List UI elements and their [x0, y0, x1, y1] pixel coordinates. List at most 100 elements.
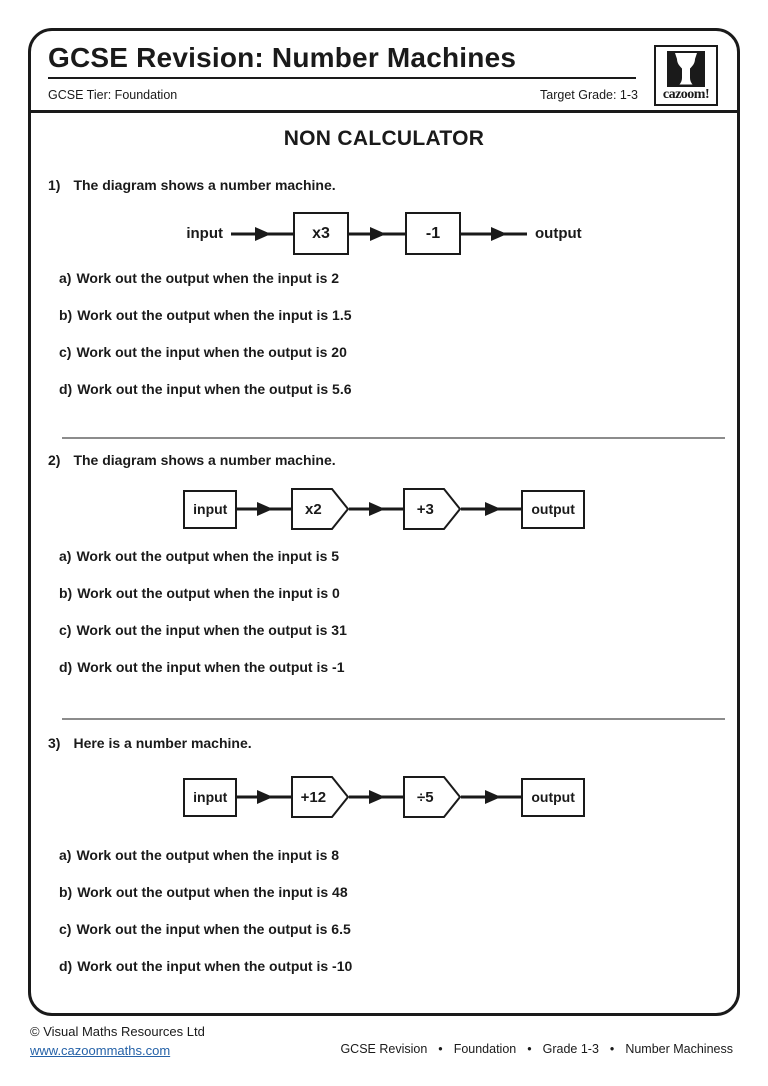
- part-b: b)Work out the output when the input is …: [48, 883, 720, 901]
- number-machine-diagram-2: input x2 +3 output: [48, 488, 720, 530]
- part-label: b): [59, 307, 73, 323]
- part-label: c): [59, 344, 72, 360]
- flow-arrow-icon: [349, 790, 404, 804]
- part-b: b)Work out the output when the input is …: [48, 584, 720, 602]
- flow-arrow-icon: [231, 226, 293, 241]
- part-text: Work out the output when the input is 48: [77, 884, 348, 900]
- part-text: Work out the input when the output is 31: [76, 622, 347, 638]
- machine-op-pentagon: +12: [291, 776, 350, 818]
- question-parts: a)Work out the output when the input is …: [48, 269, 720, 398]
- part-text: Work out the output when the input is 8: [76, 847, 340, 863]
- question-divider: [62, 718, 725, 720]
- footer-breadcrumb: GCSE Revision•Foundation•Grade 1-3•Numbe…: [340, 1042, 733, 1056]
- question-prompt: 2) The diagram shows a number machine.: [48, 452, 720, 468]
- machine-op-label: +3: [416, 500, 434, 518]
- part-a: a)Work out the output when the input is …: [48, 269, 720, 287]
- question-text: Here is a number machine.: [73, 735, 252, 751]
- question-parts: a)Work out the output when the input is …: [48, 547, 720, 676]
- cazoom-vase-icon: [667, 51, 705, 87]
- number-machine-diagram-1: input x3 -1 output: [48, 212, 720, 255]
- machine-op-pentagon: x2: [291, 488, 350, 530]
- part-label: d): [59, 659, 73, 675]
- flow-arrow-icon: [349, 226, 405, 241]
- flow-arrow-icon: [237, 502, 292, 516]
- part-label: a): [59, 270, 72, 286]
- footer-left: © Visual Maths Resources Ltd www.cazoomm…: [30, 1022, 205, 1060]
- part-text: Work out the output when the input is 0: [77, 585, 340, 601]
- part-label: a): [59, 847, 72, 863]
- part-label: b): [59, 585, 73, 601]
- part-text: Work out the input when the output is -1…: [77, 958, 353, 974]
- machine-input-label: input: [186, 225, 223, 242]
- machine-input-box: input: [183, 489, 238, 529]
- part-a: a)Work out the output when the input is …: [48, 846, 720, 864]
- question-divider: [62, 437, 725, 439]
- flow-arrow-icon: [349, 502, 404, 516]
- part-text: Work out the input when the output is 20: [76, 344, 347, 360]
- part-c: c)Work out the input when the output is …: [48, 343, 720, 361]
- website-link[interactable]: www.cazoommaths.com: [30, 1043, 171, 1058]
- question-prompt: 1) The diagram shows a number machine.: [48, 177, 720, 193]
- question-prompt: 3) Here is a number machine.: [48, 735, 720, 751]
- flow-arrow-icon: [461, 790, 522, 804]
- number-machine-diagram-3: input +12 ÷5 output: [48, 776, 720, 818]
- question-number: 1): [48, 177, 61, 193]
- footer-tag: Number Machiness: [625, 1042, 733, 1056]
- machine-op-pentagon: +3: [403, 488, 462, 530]
- part-label: d): [59, 958, 73, 974]
- part-label: b): [59, 884, 73, 900]
- worksheet-sheet: GCSE Revision: Number Machines GCSE Tier…: [28, 28, 740, 1016]
- machine-op-label: ÷5: [417, 788, 434, 806]
- tier-label: GCSE Tier: Foundation: [48, 88, 178, 102]
- part-d: d)Work out the input when the output is …: [48, 380, 720, 398]
- question-parts: a)Work out the output when the input is …: [48, 846, 720, 975]
- title-underline: [48, 77, 636, 79]
- machine-input-box: input: [183, 777, 238, 817]
- machine-op-box: x3: [293, 212, 349, 255]
- footer-tag: GCSE Revision: [340, 1042, 428, 1056]
- part-label: c): [59, 622, 72, 638]
- page-title: GCSE Revision: Number Machines: [48, 42, 517, 73]
- machine-op-box: -1: [405, 212, 461, 255]
- machine-op-label: x2: [305, 500, 322, 518]
- part-d: d)Work out the input when the output is …: [48, 957, 720, 975]
- part-text: Work out the input when the output is -1: [77, 659, 345, 675]
- part-text: Work out the output when the input is 2: [76, 270, 340, 286]
- machine-op-pentagon: ÷5: [403, 776, 462, 818]
- part-label: a): [59, 548, 72, 564]
- question-text: The diagram shows a number machine.: [73, 177, 336, 193]
- cazoom-wordmark: cazoom!: [662, 87, 710, 102]
- question-text: The diagram shows a number machine.: [73, 452, 336, 468]
- part-label: d): [59, 381, 73, 397]
- machine-output-box: output: [521, 489, 585, 529]
- machine-output-box: output: [521, 777, 585, 817]
- pentagon-shape: [403, 488, 462, 530]
- part-text: Work out the input when the output is 6.…: [76, 921, 351, 937]
- flow-arrow-icon: [461, 226, 527, 241]
- machine-op-label: +12: [300, 788, 327, 806]
- header-text-block: GCSE Revision: Number Machines GCSE Tier…: [48, 43, 638, 102]
- tier-row: GCSE Tier: Foundation Target Grade: 1-3: [48, 88, 638, 102]
- section-heading: NON CALCULATOR: [283, 127, 485, 150]
- footer-tag: Grade 1-3: [542, 1042, 599, 1056]
- pentagon-shape: [291, 488, 350, 530]
- part-a: a)Work out the output when the input is …: [48, 547, 720, 565]
- part-text: Work out the output when the input is 1.…: [77, 307, 352, 323]
- question-number: 2): [48, 452, 61, 468]
- part-b: b)Work out the output when the input is …: [48, 306, 720, 324]
- footer-tag: Foundation: [453, 1042, 517, 1056]
- question-3: 3) Here is a number machine. input +12 ÷…: [31, 735, 737, 975]
- copyright-text: © Visual Maths Resources Ltd: [30, 1024, 205, 1039]
- flow-arrow-icon: [461, 502, 522, 516]
- part-c: c)Work out the input when the output is …: [48, 920, 720, 938]
- pentagon-shape: [403, 776, 462, 818]
- part-text: Work out the output when the input is 5: [76, 548, 340, 564]
- part-label: c): [59, 921, 72, 937]
- machine-output-label: output: [535, 225, 582, 242]
- bullet-separator: •: [527, 1042, 532, 1056]
- target-grade-label: Target Grade: 1-3: [540, 88, 638, 102]
- part-text: Work out the input when the output is 5.…: [77, 381, 352, 397]
- worksheet-header: GCSE Revision: Number Machines GCSE Tier…: [31, 31, 737, 113]
- cazoom-logo: cazoom!: [654, 45, 718, 106]
